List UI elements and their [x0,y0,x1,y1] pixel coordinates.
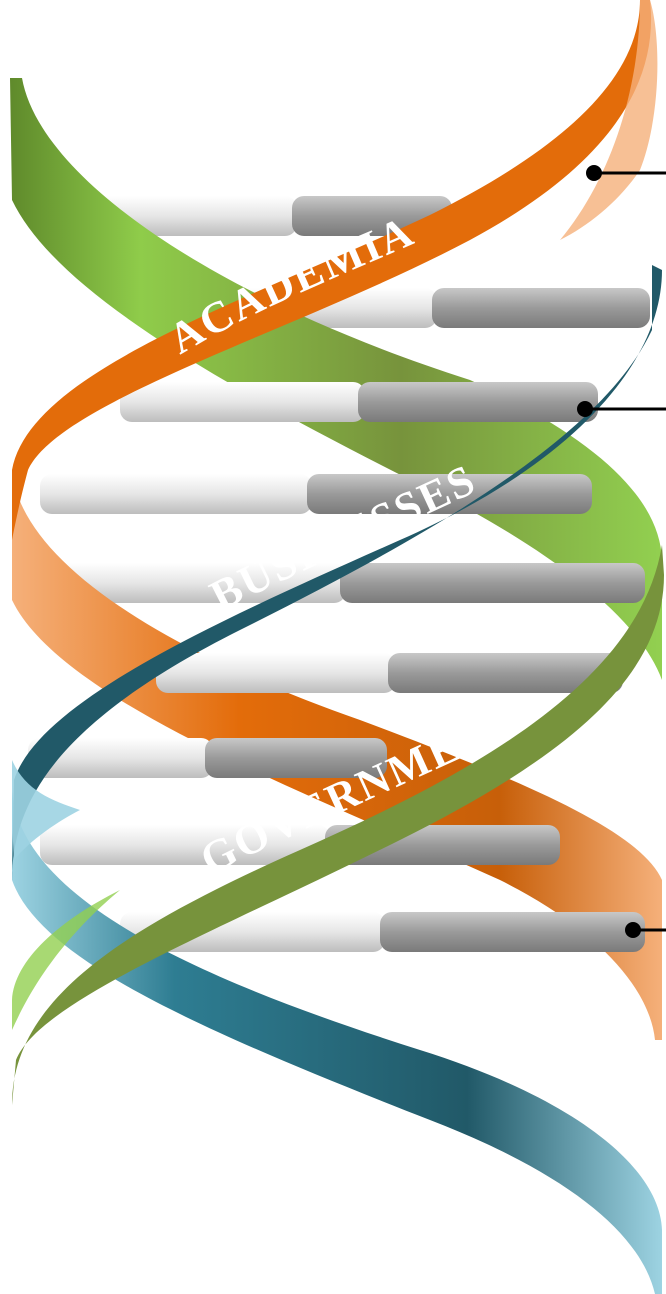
rung [28,738,387,778]
rung [40,474,592,514]
businesses-strand-highlight [12,760,80,860]
government-strand-back [10,78,662,680]
academia-strand-front [12,0,652,540]
rung [36,563,645,603]
rung [120,382,598,422]
academia-connector [586,165,666,181]
government-connector [625,922,666,938]
rung [156,653,623,693]
businesses-strand-back [12,790,662,1294]
government-strand-highlight [12,890,120,1030]
businesses-connector [577,401,666,417]
businesses-strand-front [12,265,662,880]
academia-strand-highlight [560,0,658,240]
rungs-middle [36,382,645,603]
